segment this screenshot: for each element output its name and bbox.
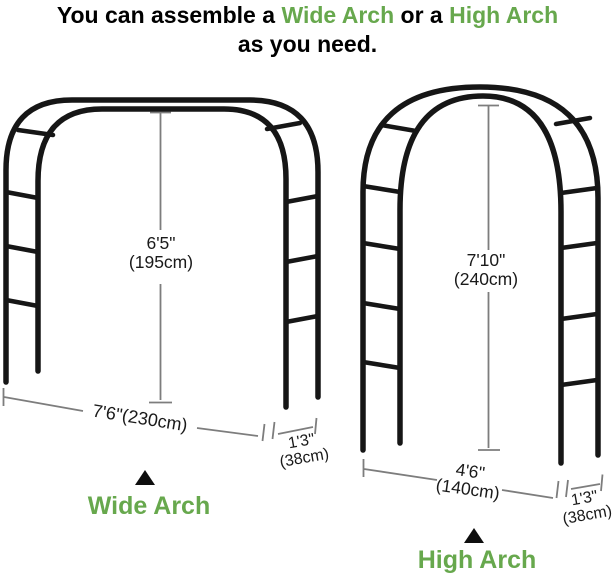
wide-arch-back-frame (3, 97, 321, 400)
page-title: You can assemble a Wide Arch or a High A… (0, 1, 615, 59)
wide-height-dimension-line (149, 111, 172, 404)
high-height-metric: (240cm) (453, 269, 519, 289)
triangle-up-icon (135, 470, 155, 485)
high-arch-label: High Arch (417, 546, 537, 574)
title-line1: You can assemble a Wide Arch or a High A… (0, 1, 615, 30)
high-width-dimension-line (362, 459, 554, 499)
wide-arch-left-rungs (3, 127, 56, 309)
wide-height-metric: (195cm) (128, 252, 194, 272)
wide-width-dimension-line (2, 388, 259, 437)
high-height-dimension-line (478, 104, 500, 451)
wide-height-imperial: 6'5" (146, 233, 176, 253)
high-height-imperial: 7'10" (466, 250, 506, 270)
high-arch-right-rungs (553, 115, 600, 388)
high-arch-highlight: High Arch (449, 2, 559, 28)
high-arch-drawing (360, 84, 601, 466)
wide-depth-dimension-line (261, 417, 318, 442)
triangle-up-icon (464, 528, 484, 543)
title-part2: or a (394, 2, 450, 28)
wide-arch-label: Wide Arch (87, 492, 211, 520)
high-arch-front-frame (397, 93, 564, 466)
wide-arch-highlight: Wide Arch (281, 2, 395, 28)
wide-arch-front-frame (35, 106, 289, 410)
wide-height-dimension: 6'5" (195cm) (129, 234, 193, 272)
high-arch-left-rungs (360, 122, 419, 371)
high-depth-dimension-line (555, 474, 604, 499)
high-height-dimension: 7'10" (240cm) (454, 251, 518, 289)
title-part1: You can assemble a (56, 2, 282, 28)
dimension-lines (2, 104, 604, 499)
high-arch-back-frame (360, 84, 601, 458)
title-line2: as you need. (237, 31, 378, 57)
wide-arch-right-rungs (264, 120, 321, 325)
wide-arch-drawing (3, 97, 321, 410)
